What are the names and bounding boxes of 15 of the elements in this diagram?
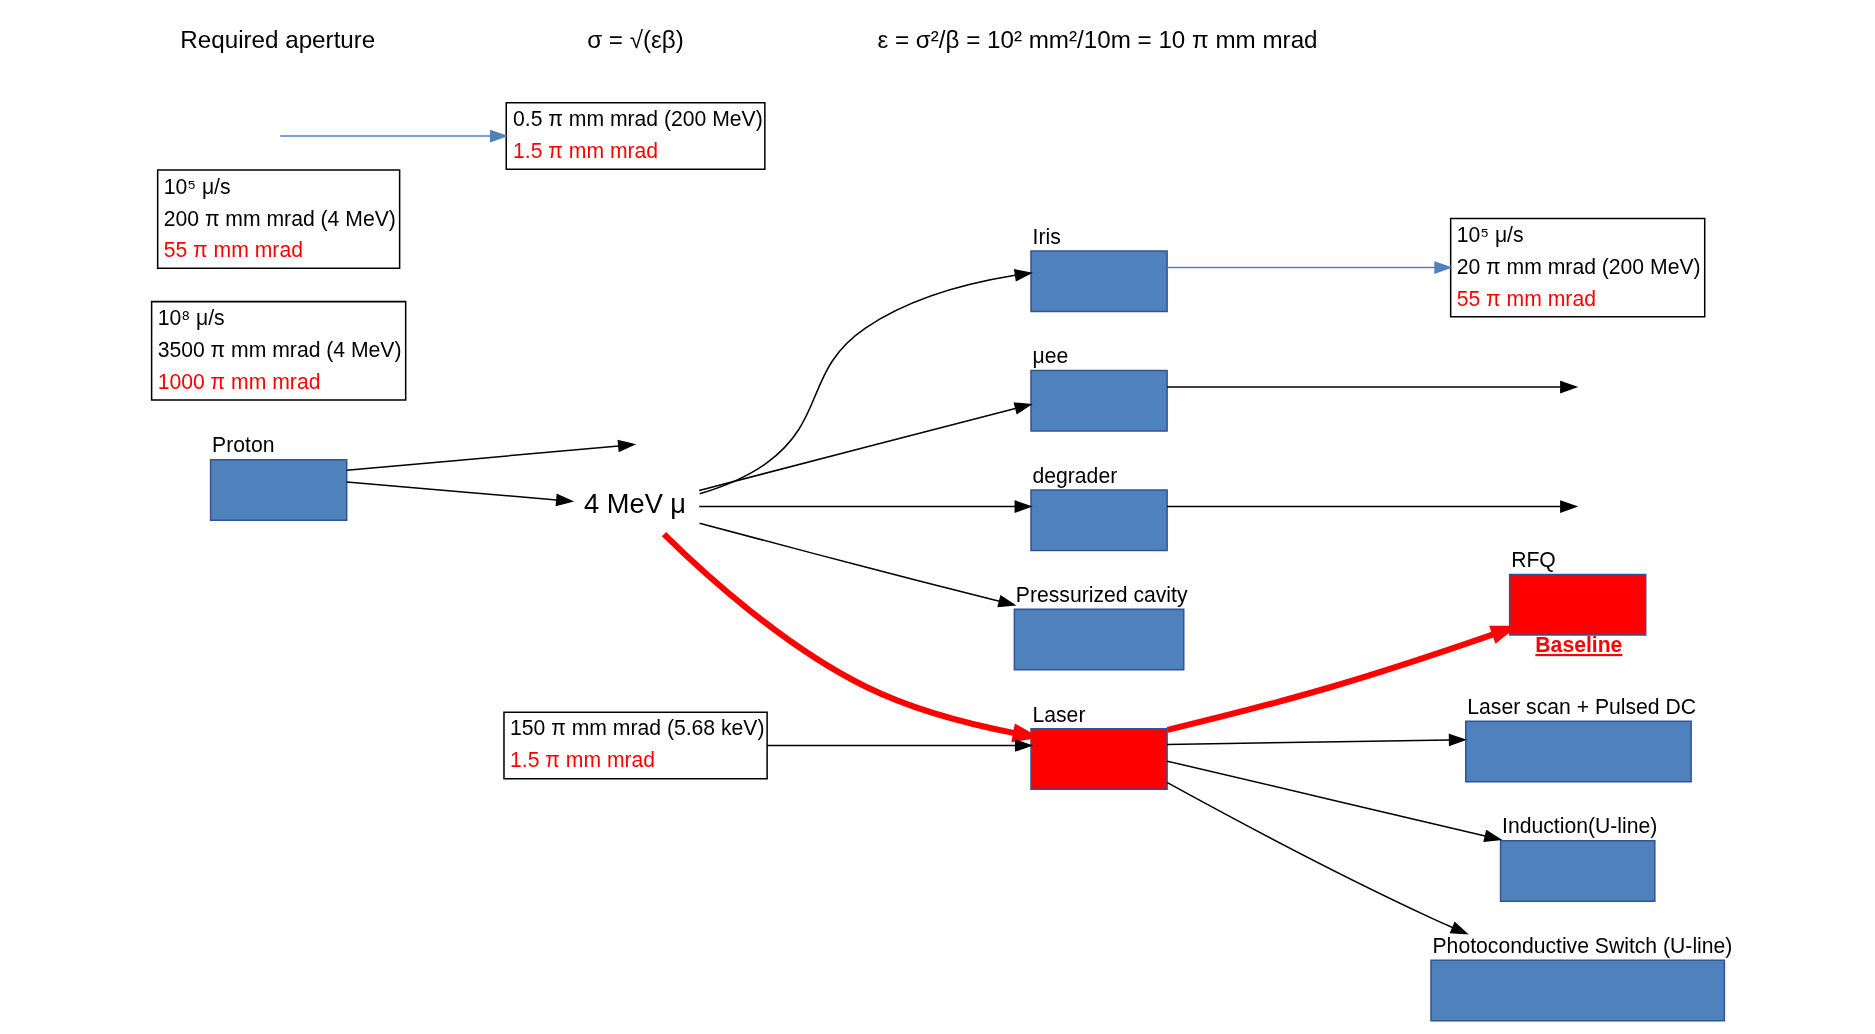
- node-label: Proton: [211, 432, 274, 456]
- node-label: Induction(U-line): [1501, 813, 1657, 837]
- node-label: Iris: [1032, 224, 1061, 248]
- node-label: Laser: [1032, 702, 1085, 726]
- node-label: Laser scan + Pulsed DC: [1466, 694, 1696, 718]
- node-label: degrader: [1032, 463, 1117, 487]
- label: ε = σ²/β = 10² mm²/10m = 10 π mm mrad: [877, 25, 1318, 53]
- node-label: Photoconductive Switch (U-line): [1432, 933, 1732, 957]
- label: σ = √(εβ): [586, 25, 684, 53]
- node-label: Pressurized cavity: [1015, 582, 1188, 606]
- label: Required aperture: [179, 25, 375, 53]
- node-text: 4 MeV μ: [583, 487, 686, 519]
- node-label: RFQ: [1510, 547, 1556, 571]
- node-label: μee: [1032, 343, 1068, 367]
- node-label: Baseline: [1534, 632, 1622, 656]
